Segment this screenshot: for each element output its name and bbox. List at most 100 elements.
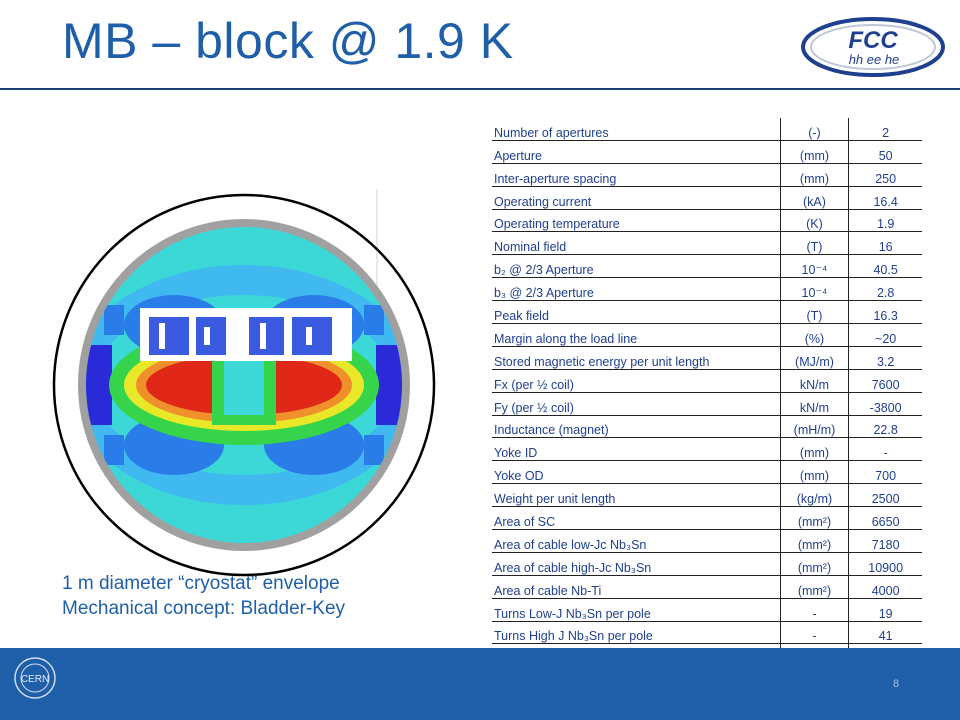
parameter-value: 22.8: [848, 415, 922, 439]
parameter-unit: (-): [779, 118, 850, 141]
parameter-unit: kN/m: [779, 392, 850, 416]
parameter-unit: (%): [779, 323, 850, 347]
parameter-name: Area of SC: [492, 506, 781, 531]
parameter-name: Aperture: [492, 140, 781, 164]
parameter-unit: (K): [779, 209, 850, 233]
parameter-unit: -: [779, 598, 850, 622]
parameter-value: 2.8: [848, 277, 922, 302]
table-row: Stored magnetic energy per unit length(M…: [492, 346, 922, 370]
parameter-name: Fx (per ½ coil): [492, 369, 781, 393]
parameter-name: Area of cable high-Jc Nb₃Sn: [492, 552, 781, 576]
parameter-value: 41: [848, 621, 922, 645]
parameter-name: Fy (per ½ coil): [492, 392, 781, 416]
page-number: 8: [893, 678, 900, 690]
parameter-unit: -: [779, 621, 850, 645]
cern-logo: CERN: [14, 657, 56, 699]
parameter-name: Peak field: [492, 300, 781, 325]
figure-caption: 1 m diameter “cryostat” envelope Mechani…: [62, 571, 345, 621]
parameter-name: Number of apertures: [492, 118, 781, 141]
table-row: Operating current(kA)16.4: [492, 186, 922, 210]
table-row: Area of cable low-Jc Nb₃Sn(mm²)7180: [492, 529, 922, 553]
title-rule: [0, 88, 960, 90]
magnet-cross-section-figure: [52, 189, 436, 577]
parameter-value: ~20: [848, 323, 922, 347]
parameter-value: 16.3: [848, 300, 922, 325]
table-row: Peak field(T)16.3: [492, 300, 922, 325]
fcc-logo: FCC hh ee he: [801, 17, 945, 77]
parameter-value: 3.2: [848, 346, 922, 370]
parameter-unit: (mm²): [779, 575, 850, 599]
parameter-name: b₂ @ 2/3 Aperture: [492, 254, 781, 279]
parameter-unit: (kA): [779, 186, 850, 210]
parameter-unit: (mm): [779, 140, 850, 164]
table-row: Fy (per ½ coil)kN/m-3800: [492, 392, 922, 416]
parameter-unit: (mm): [779, 460, 850, 485]
parameter-value: 50: [848, 140, 922, 164]
parameter-value: 10900: [848, 552, 922, 576]
table-row: Aperture(mm)50: [492, 140, 922, 164]
table-row: Inductance (magnet)(mH/m)22.8: [492, 415, 922, 439]
coil-blocks: [149, 317, 332, 355]
table-row: Turns Low-J Nb₃Sn per pole-19: [492, 598, 922, 622]
cern-logo-text: CERN: [21, 674, 49, 685]
parameter-unit: (T): [779, 300, 850, 325]
table-row: Area of cable Nb-Ti(mm²)4000: [492, 575, 922, 599]
table-row: Area of cable high-Jc Nb₃Sn(mm²)10900: [492, 552, 922, 576]
table-row: Margin along the load line(%)~20: [492, 323, 922, 347]
parameter-unit: (mm²): [779, 506, 850, 531]
table-row: Yoke OD(mm)700: [492, 460, 922, 485]
table-row: Number of apertures(-)2: [492, 118, 922, 141]
table-row: Inter-aperture spacing(mm)250: [492, 163, 922, 187]
parameter-value: 700: [848, 460, 922, 485]
parameter-unit: (T): [779, 231, 850, 256]
parameter-name: Turns Low-J Nb₃Sn per pole: [492, 598, 781, 622]
parameter-name: b₃ @ 2/3 Aperture: [492, 277, 781, 302]
table-row: Area of SC(mm²)6650: [492, 506, 922, 531]
parameter-unit: 10⁻⁴: [779, 277, 850, 302]
parameter-name: Turns High J Nb₃Sn per pole: [492, 621, 781, 645]
parameter-name: Area of cable Nb-Ti: [492, 575, 781, 599]
parameter-value: 16: [848, 231, 922, 256]
parameter-name: Operating temperature: [492, 209, 781, 233]
table-row: Turns High J Nb₃Sn per pole-41: [492, 621, 922, 645]
parameter-unit: (kg/m): [779, 483, 850, 508]
parameter-value: 6650: [848, 506, 922, 531]
parameter-value: 1.9: [848, 209, 922, 233]
parameter-unit: kN/m: [779, 369, 850, 393]
parameter-unit: (MJ/m): [779, 346, 850, 370]
parameter-value: 19: [848, 598, 922, 622]
parameter-name: Stored magnetic energy per unit length: [492, 346, 781, 370]
parameter-name: Inductance (magnet): [492, 415, 781, 439]
cryostat-envelope: [52, 193, 436, 577]
parameter-unit: (mm²): [779, 529, 850, 553]
parameter-name: Area of cable low-Jc Nb₃Sn: [492, 529, 781, 553]
parameter-name: Nominal field: [492, 231, 781, 256]
parameter-unit: (mH/m): [779, 415, 850, 439]
parameter-value: 2500: [848, 483, 922, 508]
parameter-value: 16.4: [848, 186, 922, 210]
parameter-unit: 10⁻⁴: [779, 254, 850, 279]
table-row: Yoke ID(mm)-: [492, 437, 922, 462]
parameter-unit: (mm²): [779, 552, 850, 576]
table-row: Operating temperature(K)1.9: [492, 209, 922, 233]
parameter-name: Margin along the load line: [492, 323, 781, 347]
parameter-name: Yoke ID: [492, 437, 781, 462]
parameter-value: -: [848, 437, 922, 462]
footer-bar: [0, 648, 960, 720]
caption-line-2: Mechanical concept: Bladder-Key: [62, 598, 346, 619]
parameter-name: Weight per unit length: [492, 483, 781, 508]
parameter-value: 4000: [848, 575, 922, 599]
table-row: Weight per unit length(kg/m)2500: [492, 483, 922, 508]
parameter-name: Operating current: [492, 186, 781, 210]
fcc-logo-subtext: hh ee he: [849, 52, 900, 67]
parameter-value: 2: [848, 118, 922, 141]
caption-line-1: 1 m diameter “cryostat” envelope: [62, 573, 340, 594]
slide-title: MB – block @ 1.9 K: [62, 13, 514, 69]
parameter-unit: (mm): [779, 437, 850, 462]
fcc-logo-text: FCC: [848, 27, 898, 54]
parameter-value: 7600: [848, 369, 922, 393]
